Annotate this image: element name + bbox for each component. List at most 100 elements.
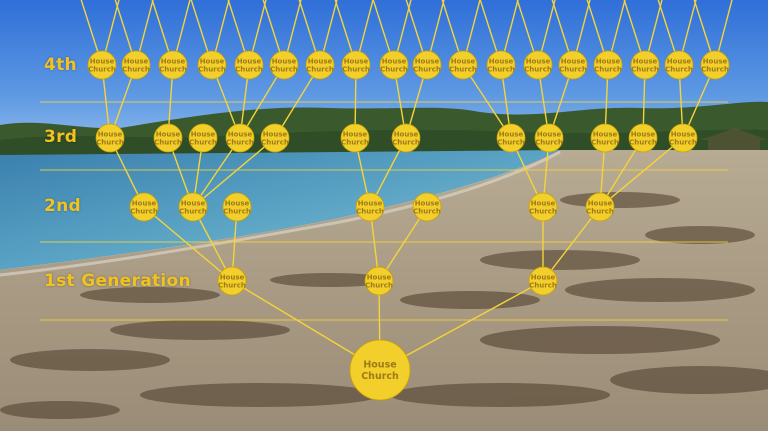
node-label-line2: Church — [361, 371, 399, 382]
node-label-line2: Church — [559, 66, 587, 74]
generation-label-3rd: 3rd — [44, 127, 78, 147]
node-label-line2: Church — [413, 208, 441, 216]
node-label-line2: Church — [497, 139, 525, 147]
node-label-line2: Church — [159, 66, 187, 74]
node-label-line2: Church — [261, 139, 289, 147]
node-label-line2: Church — [665, 66, 693, 74]
node-circle — [222, 192, 252, 222]
node-label-line1: House — [415, 199, 440, 207]
house-church-nodes: HouseChurchHouseChurchHouseChurchHouseCh… — [87, 50, 730, 401]
node-label-line1: House — [132, 199, 157, 207]
node-label-line2: Church — [631, 66, 659, 74]
node-label-line1: House — [272, 57, 297, 65]
node-label-line2: Church — [270, 66, 298, 74]
node-circle — [391, 123, 421, 153]
node-circle — [121, 50, 151, 80]
node-circle — [188, 123, 218, 153]
node-label-line1: House — [703, 57, 728, 65]
node-label-line1: House — [633, 57, 658, 65]
node-circle — [340, 123, 370, 153]
generation-label-2nd: 2nd — [44, 196, 82, 216]
node-label-line2: Church — [223, 208, 251, 216]
node-circle — [178, 192, 208, 222]
node-label-line1: House — [358, 199, 383, 207]
node-label-line2: Church — [529, 208, 557, 216]
node-label-line2: Church — [226, 139, 254, 147]
node-label-line1: House — [526, 57, 551, 65]
node-label-line2: Church — [535, 139, 563, 147]
node-label-line1: House — [263, 130, 288, 138]
node-circle — [664, 50, 694, 80]
connector-line — [379, 280, 544, 371]
node-label-line2: Church — [365, 282, 393, 290]
node-circle — [225, 123, 255, 153]
node-circle — [217, 266, 247, 296]
node-label-line2: Church — [154, 139, 182, 147]
node-circle — [496, 123, 526, 153]
node-label-line1: House — [588, 199, 613, 207]
node-label-line1: House — [671, 130, 696, 138]
node-circle — [129, 192, 159, 222]
node-label-line2: Church — [591, 139, 619, 147]
node-circle — [593, 50, 623, 80]
generation-label-1st: 1st Generation — [44, 271, 191, 291]
node-circle — [628, 123, 658, 153]
node-label-line2: Church — [413, 66, 441, 74]
node-circle — [269, 50, 299, 80]
node-label-line2: Church — [524, 66, 552, 74]
node-label-line2: Church — [235, 66, 263, 74]
node-circle — [158, 50, 188, 80]
connector-line — [599, 137, 684, 208]
node-label-line1: House — [344, 57, 369, 65]
node-circle — [305, 50, 335, 80]
node-circle — [528, 266, 558, 296]
node-label-line2: Church — [130, 208, 158, 216]
generation-label-4th: 4th — [44, 55, 77, 75]
node-label-line2: Church — [218, 282, 246, 290]
node-label-line2: Church — [122, 66, 150, 74]
node-label-line2: Church — [380, 66, 408, 74]
node-label-line1: House — [98, 130, 123, 138]
connector-line — [192, 137, 276, 208]
node-label-line1: House — [394, 130, 419, 138]
node-circle — [412, 50, 442, 80]
node-label-line1: House — [531, 273, 556, 281]
node-label-line1: House — [181, 199, 206, 207]
node-label-line1: House — [499, 130, 524, 138]
node-circle — [349, 339, 411, 401]
node-label-line1: House — [343, 130, 368, 138]
node-circle — [528, 192, 558, 222]
node-label-line2: Church — [179, 208, 207, 216]
node-label-line1: House — [237, 57, 262, 65]
connector-line — [462, 64, 512, 139]
node-label-line2: Church — [306, 66, 334, 74]
node-label-line1: House — [415, 57, 440, 65]
node-circle — [364, 266, 394, 296]
connector-line — [143, 206, 233, 282]
node-label-line1: House — [593, 130, 618, 138]
node-circle — [355, 192, 385, 222]
